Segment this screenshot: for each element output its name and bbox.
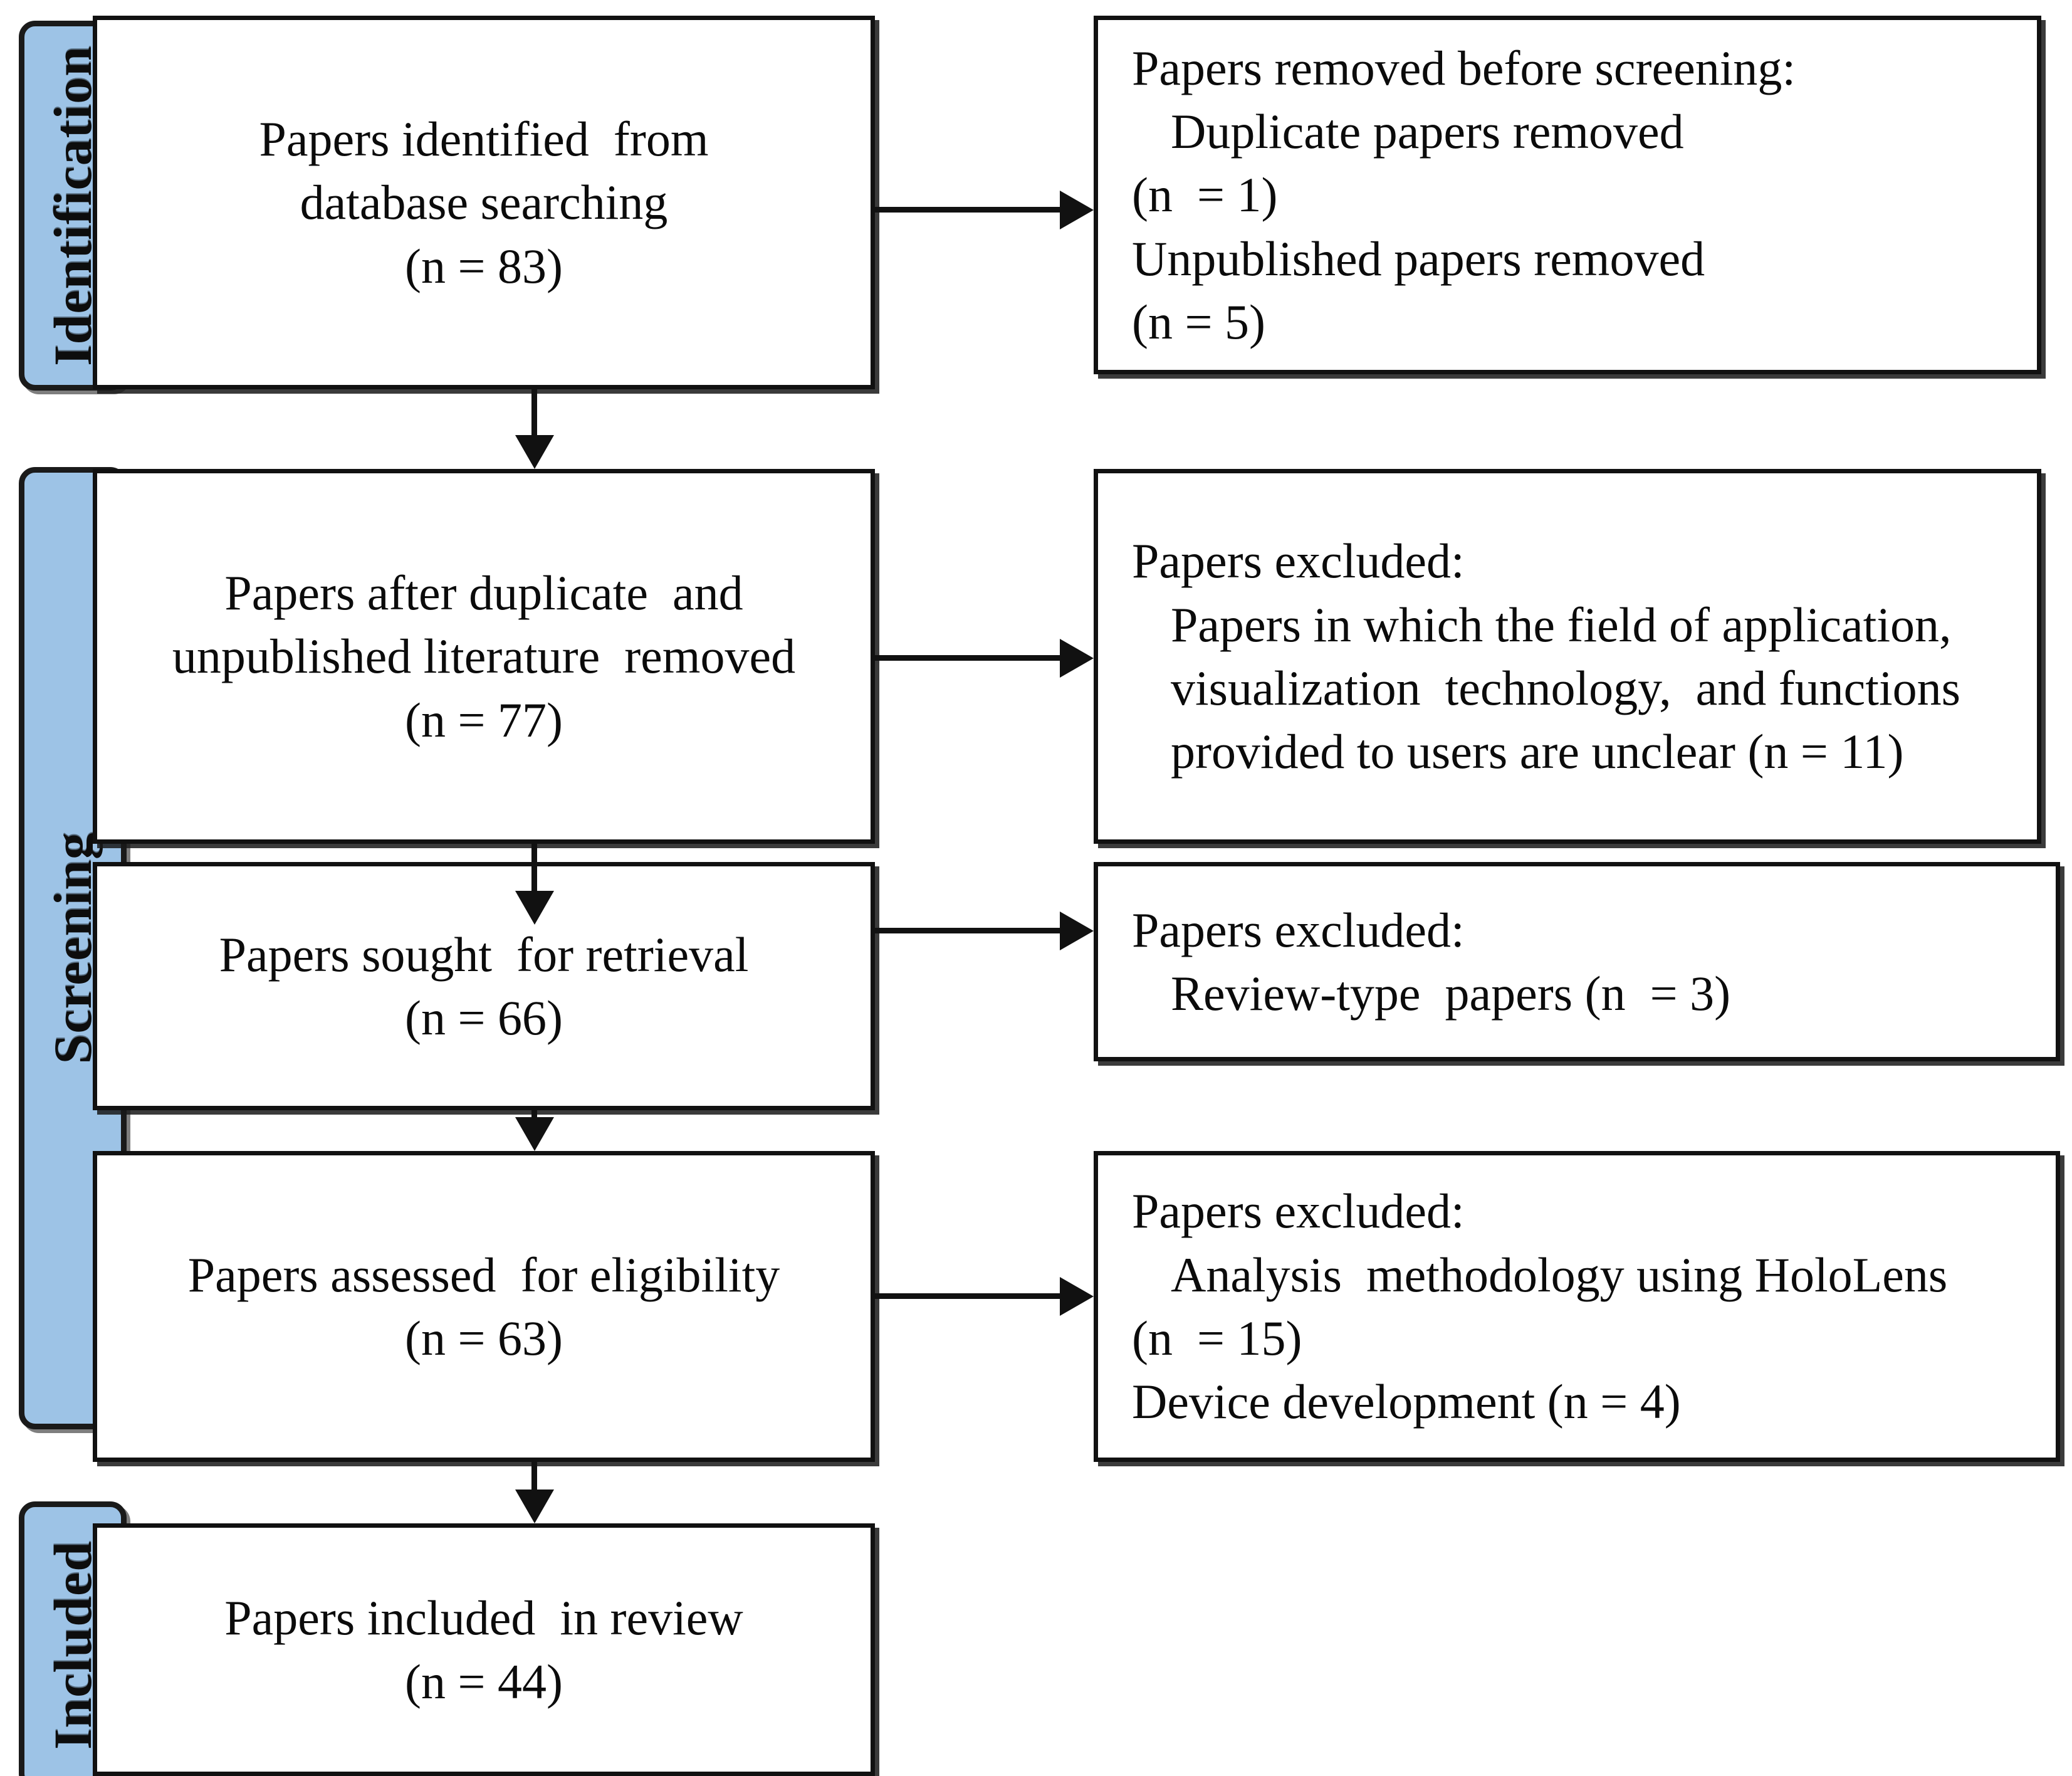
box-line: (n = 66): [405, 990, 563, 1045]
box-papers-excluded-review-type: Papers excluded: Review-type papers (n =…: [1094, 862, 2060, 1061]
arrow-stem: [875, 928, 1060, 933]
box-line: Papers assessed for eligibility: [187, 1247, 780, 1302]
box-line: Review-type papers (n = 3): [1171, 966, 1731, 1021]
box-papers-after-duplicate-removed: Papers after duplicate and unpublished l…: [93, 469, 875, 844]
arrowhead-right-icon: [1060, 912, 1094, 950]
arrowhead-down-icon: [515, 1117, 554, 1151]
box-papers-sought-for-retrieval: Papers sought for retrieval (n = 66): [93, 862, 875, 1110]
box-line: Device development (n = 4): [1132, 1374, 1681, 1429]
arrow-stem: [531, 1110, 537, 1117]
box-line: Analysis methodology using HoloLens: [1171, 1247, 1948, 1302]
box-line: (n = 5): [1132, 295, 1265, 350]
arrow-stem: [875, 1293, 1060, 1299]
box-line: Duplicate papers removed: [1171, 103, 1684, 159]
arrow-stem: [531, 1462, 537, 1490]
arrow-stem: [531, 844, 537, 891]
box-line: (n = 83): [405, 238, 563, 293]
box-line: database searching: [300, 175, 668, 230]
box-line: Papers removed before screening:: [1132, 40, 1796, 95]
box-papers-removed-before-screening: Papers removed before screening: Duplica…: [1094, 16, 2041, 374]
arrowhead-right-icon: [1060, 1277, 1094, 1316]
arrowhead-down-icon: [515, 1490, 554, 1523]
box-line: (n = 1): [1132, 167, 1278, 223]
box-line: Papers sought for retrieval: [219, 927, 749, 982]
arrowhead-right-icon: [1060, 191, 1094, 229]
box-line: Papers after duplicate and: [224, 565, 743, 620]
box-line: (n = 44): [405, 1654, 563, 1709]
box-papers-identified: Papers identified from database searchin…: [93, 16, 875, 389]
box-line: Papers included in review: [224, 1590, 743, 1646]
box-line: (n = 15): [1132, 1311, 1302, 1365]
arrow-stem: [531, 389, 537, 435]
box-line: (n = 77): [405, 692, 563, 747]
arrowhead-down-icon: [515, 891, 554, 925]
box-line: Papers excluded:: [1132, 902, 1465, 957]
box-line: Papers excluded:: [1132, 1184, 1465, 1239]
box-papers-excluded-field-unclear: Papers excluded: Papers in which the fie…: [1094, 469, 2041, 844]
box-line: unpublished literature removed: [172, 629, 796, 684]
box-line: provided to users are unclear (n = 11): [1171, 724, 1904, 779]
box-papers-excluded-methodology: Papers excluded: Analysis methodology us…: [1094, 1151, 2060, 1462]
box-line: Papers excluded:: [1132, 533, 1465, 589]
arrow-stem: [875, 207, 1060, 213]
box-papers-assessed-for-eligibility: Papers assessed for eligibility (n = 63): [93, 1151, 875, 1462]
arrowhead-down-icon: [515, 435, 554, 469]
box-line: (n = 63): [405, 1311, 563, 1365]
box-line: Papers identified from: [259, 111, 709, 166]
box-line: Papers in which the field of application…: [1171, 597, 1952, 652]
box-line: visualization technology, and functions: [1171, 661, 1960, 715]
box-line: Unpublished papers removed: [1132, 231, 1705, 286]
box-papers-included-in-review: Papers included in review (n = 44): [93, 1523, 875, 1776]
arrowhead-right-icon: [1060, 639, 1094, 678]
arrow-stem: [875, 655, 1060, 661]
